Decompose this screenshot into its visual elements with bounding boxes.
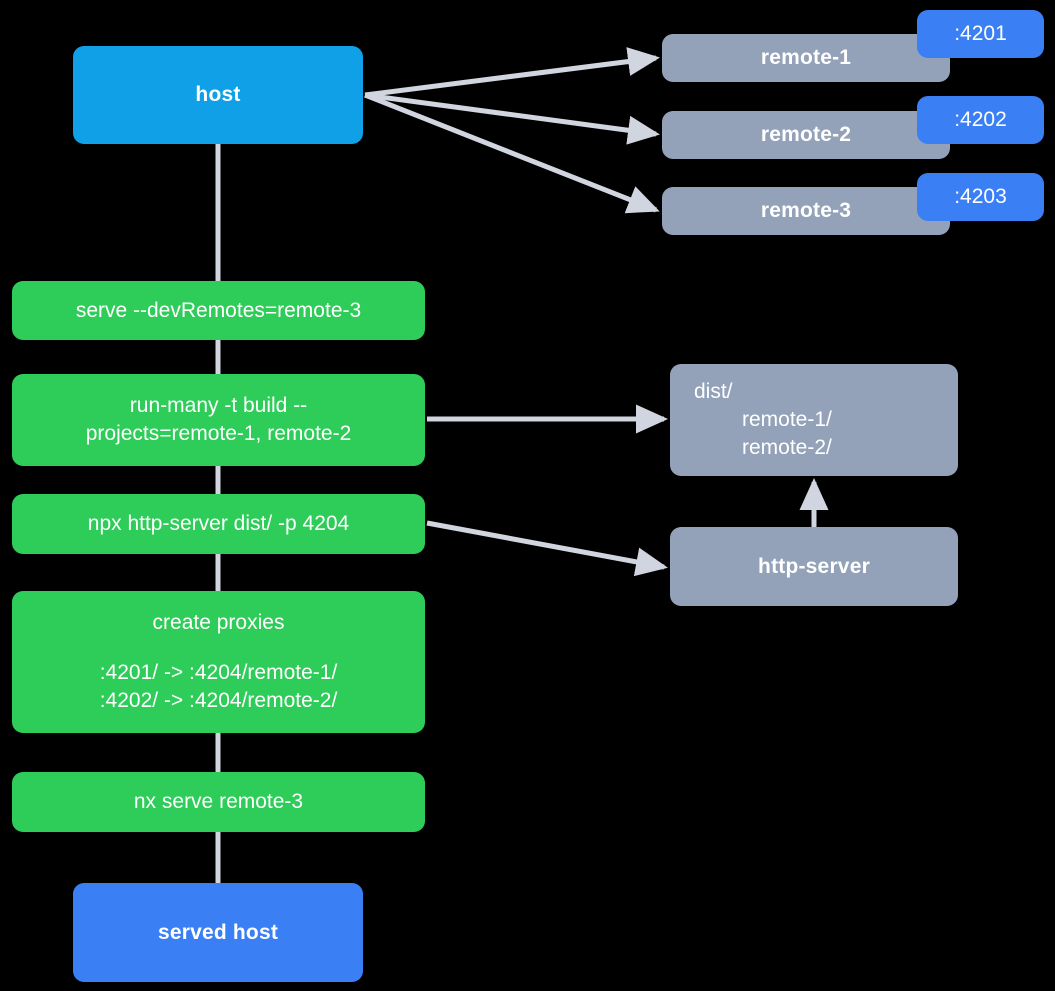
node-served-host[interactable]: served host — [73, 883, 363, 982]
node-http-server[interactable]: http-server — [670, 527, 958, 606]
node-remote-2-label: remote-2 — [760, 123, 852, 147]
port-badge-remote-3[interactable]: :4203 — [917, 173, 1044, 221]
step-create-proxies[interactable]: create proxies :4201/ -> :4204/remote-1/… — [12, 591, 425, 733]
port-badge-remote-2[interactable]: :4202 — [917, 96, 1044, 144]
node-dist[interactable]: dist/ remote-1/ remote-2/ — [670, 364, 958, 476]
node-remote-3[interactable]: remote-3 — [662, 187, 950, 235]
node-host[interactable]: host — [73, 46, 363, 144]
edge-host-to-remote-3 — [364, 92, 660, 214]
node-remote-1[interactable]: remote-1 — [662, 34, 950, 82]
node-dist-child-1: remote-1/ — [742, 408, 832, 432]
step-run-many-build[interactable]: run-many -t build -- projects=remote-1, … — [12, 374, 425, 466]
edge-host-to-remote-2 — [364, 92, 660, 145]
step-npx-http-server[interactable]: npx http-server dist/ -p 4204 — [12, 494, 425, 554]
step-serve-devremotes-line-1: serve --devRemotes=remote-3 — [75, 298, 362, 322]
node-remote-1-label: remote-1 — [760, 46, 852, 70]
step-run-many-build-line-1: run-many -t build -- — [129, 394, 308, 418]
port-badge-remote-2-label: :4202 — [954, 108, 1007, 132]
node-dist-root: dist/ — [694, 380, 733, 404]
edge-npx-to-http-server — [426, 520, 668, 577]
step-create-proxies-line-1: :4201/ -> :4204/remote-1/ — [99, 661, 338, 685]
port-badge-remote-1-label: :4201 — [954, 22, 1007, 46]
step-npx-http-server-line-1: npx http-server dist/ -p 4204 — [87, 512, 350, 536]
step-create-proxies-heading: create proxies — [152, 611, 285, 635]
node-dist-child-2: remote-2/ — [742, 435, 832, 459]
edge-host-to-remote-1 — [364, 47, 660, 98]
port-badge-remote-1[interactable]: :4201 — [917, 10, 1044, 58]
node-http-server-label: http-server — [758, 554, 870, 578]
step-nx-serve-remote-3[interactable]: nx serve remote-3 — [12, 772, 425, 832]
node-host-label: host — [195, 83, 241, 107]
step-run-many-build-line-2: projects=remote-1, remote-2 — [85, 422, 352, 445]
port-badge-remote-3-label: :4203 — [954, 185, 1007, 209]
node-served-host-label: served host — [157, 920, 279, 944]
node-remote-3-label: remote-3 — [760, 199, 852, 223]
spacer — [24, 637, 413, 659]
node-remote-2[interactable]: remote-2 — [662, 111, 950, 159]
step-nx-serve-remote-3-line-1: nx serve remote-3 — [133, 790, 304, 814]
step-create-proxies-line-2: :4202/ -> :4204/remote-2/ — [99, 688, 338, 712]
step-serve-devremotes[interactable]: serve --devRemotes=remote-3 — [12, 281, 425, 340]
